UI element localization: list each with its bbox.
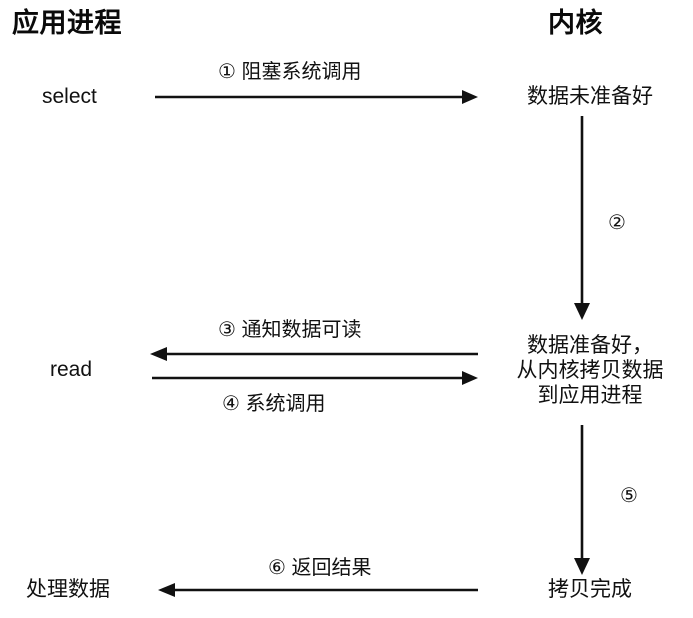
arrow-step-2 <box>574 116 590 320</box>
arrow-step-6 <box>158 583 478 597</box>
edge-label-step-5: ⑤ <box>620 485 638 507</box>
edge-label-step-3: ③ 通知数据可读 <box>218 319 362 341</box>
arrow-step-4 <box>152 371 478 385</box>
node-copy-done: 拷贝完成 <box>548 578 632 601</box>
edge-label-step-6: ⑥ 返回结果 <box>268 557 372 579</box>
arrow-step-6-head <box>158 583 175 597</box>
arrow-step-5 <box>574 425 590 575</box>
arrow-step-1-head <box>462 90 478 104</box>
arrow-step-1 <box>155 90 478 104</box>
arrow-step-4-head <box>462 371 478 385</box>
node-data-not-ready: 数据未准备好 <box>527 85 653 108</box>
column-title-application-process: 应用进程 <box>12 8 122 38</box>
node-select: select <box>42 85 97 108</box>
edge-label-step-1: ① 阻塞系统调用 <box>218 61 362 83</box>
node-data-ready-line-1: 数据准备好， <box>527 334 653 357</box>
arrow-step-2-head <box>574 303 590 320</box>
node-data-ready-line-3: 到应用进程 <box>537 383 643 407</box>
edge-label-step-4: ④ 系统调用 <box>222 393 326 415</box>
arrow-step-3 <box>150 347 478 361</box>
node-read: read <box>50 358 93 381</box>
node-process-data: 处理数据 <box>26 578 110 601</box>
node-data-ready-copy: 数据准备好， 从内核拷贝数据 到应用进程 <box>499 334 681 408</box>
node-data-ready-line-2: 从内核拷贝数据 <box>516 358 664 382</box>
column-title-kernel: 内核 <box>548 8 603 38</box>
edge-label-step-2: ② <box>608 212 626 234</box>
arrow-step-3-head <box>150 347 167 361</box>
arrow-step-5-head <box>574 558 590 575</box>
